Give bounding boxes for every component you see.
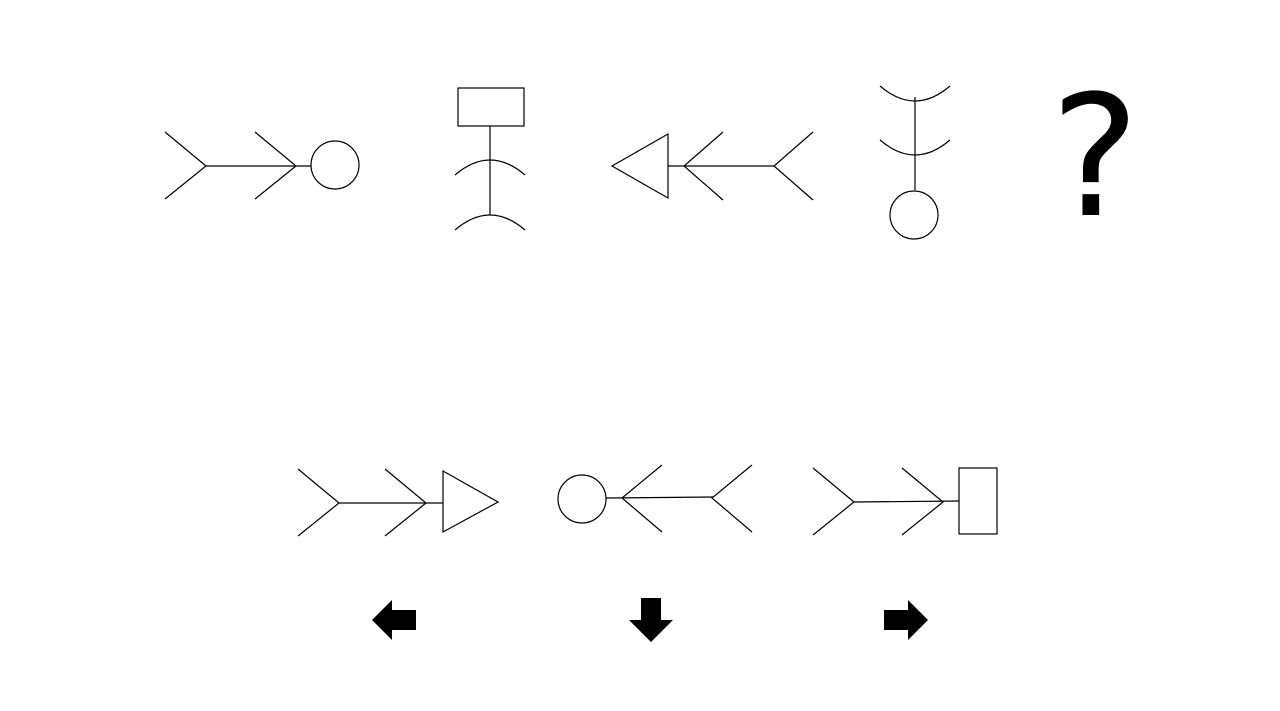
arrow-left-icon: [372, 600, 416, 640]
fishbone-triangle-icon: [297, 468, 500, 537]
fishbone-circle-icon: [557, 464, 753, 533]
option-figure-3[interactable]: [808, 464, 1003, 539]
arrow-down-icon: [629, 598, 673, 642]
fishbone-circle-icon: [164, 131, 360, 200]
option-figure-1[interactable]: [293, 465, 503, 540]
sequence-figure-4: [875, 82, 955, 247]
move-down-button[interactable]: [627, 596, 675, 644]
move-right-button[interactable]: [882, 596, 930, 644]
fishbone-rect-icon: [454, 87, 526, 231]
fishbone-triangle-icon: [610, 131, 814, 201]
arrow-right-icon: [884, 600, 928, 640]
sequence-figure-1: [160, 125, 370, 205]
option-figure-2[interactable]: [555, 462, 760, 537]
fishbone-circle-icon: [879, 85, 951, 240]
move-left-button[interactable]: [370, 596, 418, 644]
sequence-figure-2: [450, 85, 530, 235]
sequence-figure-3: [608, 128, 823, 208]
fishbone-rect-icon: [812, 467, 998, 536]
question-mark: ?: [1050, 59, 1140, 255]
